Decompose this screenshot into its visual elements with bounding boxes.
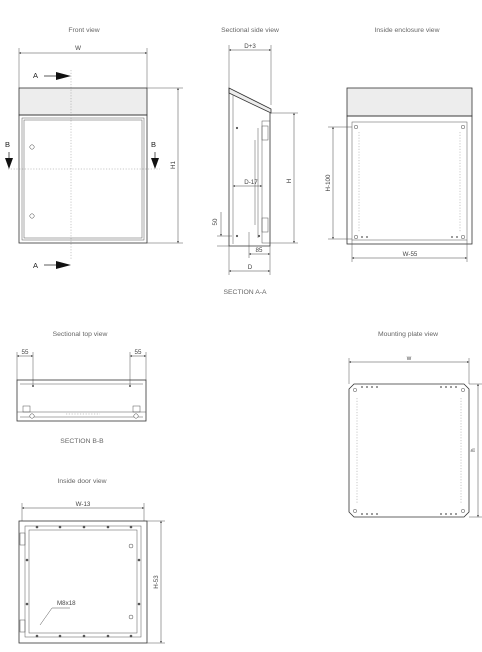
side-depth-plus-label: D+3 [244,43,256,50]
sectional-side-view: Sectional side view D+3 D-17 H 50 8 [212,27,298,296]
top-lock-icon [133,413,139,419]
side-depth-minus-label: D-17 [244,179,258,186]
top-right-offset-label: 55 [135,349,142,356]
section-a-top-arrow-icon [56,72,71,80]
side-height-label: H [286,179,293,183]
mounting-view-title: Mounting plate view [378,331,438,338]
section-b-right-label: B [151,140,156,149]
side-depth-label: D [248,264,253,271]
enclosure-width-label: W-55 [403,251,418,258]
front-view-title: Front view [68,27,99,34]
mounting-corner-hole-icon [461,509,465,513]
section-a-bottom-label: A [33,261,38,270]
door-stud-row [25,525,141,638]
enclosure-corner-hole-icon [460,234,466,240]
door-lock-top-icon [128,543,134,549]
section-bb-caption: SECTION B-B [60,438,104,445]
side-offset-50-label: 50 [212,218,219,225]
mounting-corner-hole-icon [353,388,357,392]
front-height-label: H1 [170,160,177,168]
section-a-top-label: A [33,71,38,80]
front-lock-top-icon [29,144,35,150]
sectional-top-view: Sectional top view 55 55 SECTION B-B [16,331,147,445]
enclosure-height-label: H-100 [325,174,332,191]
section-a-bottom-arrow-icon [56,261,71,269]
top-section-body [16,379,147,422]
mounting-corner-hole-icon [461,388,465,392]
mounting-plate-view: Mounting plate view w h [348,331,482,518]
front-lock-bottom-icon [29,213,35,219]
section-b-left-arrow-icon [5,158,13,169]
front-width-label: W [75,45,81,52]
top-left-offset-label: 55 [22,349,29,356]
door-lock-bottom-icon [128,614,134,620]
front-view: Front view W A A B B H1 [5,27,183,270]
side-view-title: Sectional side view [221,27,279,34]
side-canopy [228,87,272,114]
door-height-label: H-53 [153,575,160,589]
section-b-right-arrow-icon [151,158,159,169]
mounting-slot-row-bottom [361,513,457,515]
mounting-corner-hole-icon [353,509,357,513]
top-hinge-icon [29,413,35,419]
inside-door-view: Inside door view W-13 M8x18 H-53 [18,478,165,644]
enclosure-view-title: Inside enclosure view [375,27,440,34]
door-hinge-bottom-icon [19,619,26,633]
door-width-label: W-13 [76,501,91,508]
door-stud-callout-label: M8x18 [57,600,76,607]
front-rain-canopy [18,87,148,116]
side-offset-85-label: 85 [256,247,263,254]
mounting-height-label: h [470,448,477,452]
door-view-title: Inside door view [57,478,106,485]
side-door-profile [261,120,271,244]
mounting-slot-row-top [361,386,457,388]
enclosure-corner-hole-icon [353,124,359,130]
mounting-width-label: w [406,355,412,362]
enclosure-canopy [346,87,473,117]
enclosure-inner-frame [351,121,468,241]
door-inner-panel [24,525,142,638]
enclosure-corner-hole-icon [353,234,359,240]
top-view-title: Sectional top view [53,331,108,338]
section-aa-caption: SECTION A-A [223,289,267,296]
section-b-left-label: B [5,140,10,149]
inside-enclosure-view: Inside enclosure view H-100 W-55 [325,27,473,262]
enclosure-corner-hole-icon [460,124,466,130]
front-enclosure-body [18,114,148,244]
door-outline [18,520,148,644]
mounting-plate-outline [348,383,470,518]
enclosure-body [346,115,473,245]
front-door-frame [21,117,145,241]
door-hinge-top-icon [19,532,26,546]
